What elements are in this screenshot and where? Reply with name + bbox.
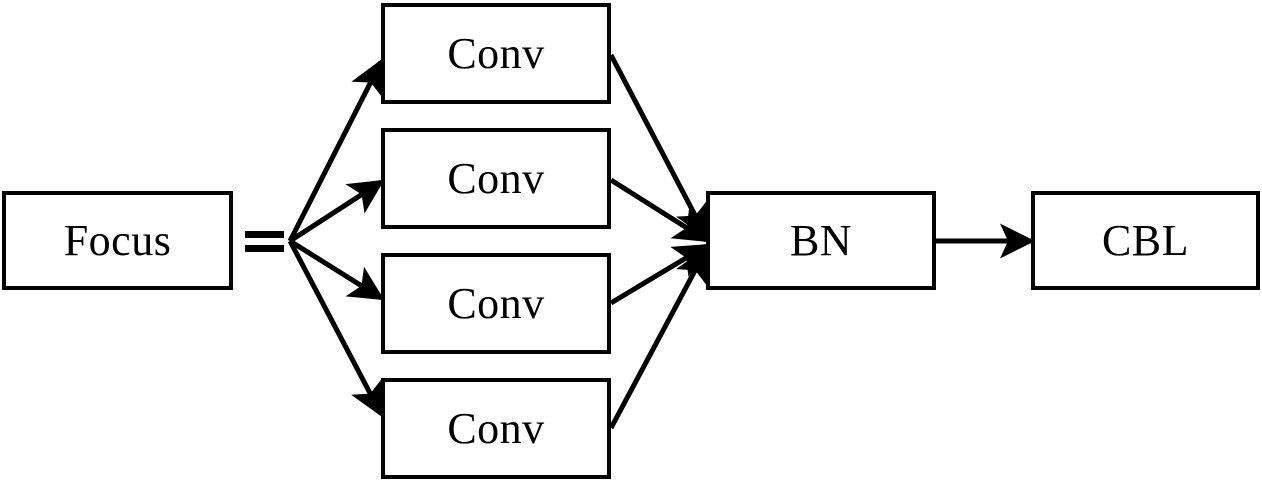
- node-focus[interactable]: Focus: [2, 191, 233, 290]
- node-conv-4-label: Conv: [447, 403, 545, 453]
- node-focus-label: Focus: [63, 215, 172, 265]
- node-bn[interactable]: BN: [706, 191, 936, 290]
- edge-fan-to-conv3: [288, 238, 385, 301]
- edge-conv2-to-bn: [609, 177, 710, 243]
- edge-conv1-to-bn: [608, 53, 709, 240]
- node-conv-2-label: Conv: [447, 153, 545, 203]
- node-conv-3[interactable]: Conv: [381, 253, 611, 354]
- node-conv-1-label: Conv: [447, 28, 545, 78]
- node-conv-3-label: Conv: [447, 278, 545, 328]
- node-bn-label: BN: [789, 215, 853, 265]
- node-conv-2[interactable]: Conv: [381, 128, 611, 229]
- node-cbl-label: CBL: [1101, 215, 1190, 265]
- node-conv-1[interactable]: Conv: [381, 3, 611, 104]
- node-conv-4[interactable]: Conv: [381, 378, 611, 479]
- edge-fan-to-conv2: [288, 179, 385, 244]
- edge-conv4-to-bn: [608, 246, 709, 430]
- edge-fan-to-conv4: [287, 239, 384, 418]
- edge-fan-to-conv1: [287, 58, 384, 243]
- equals-operator: [245, 231, 284, 252]
- node-cbl[interactable]: CBL: [1031, 191, 1260, 290]
